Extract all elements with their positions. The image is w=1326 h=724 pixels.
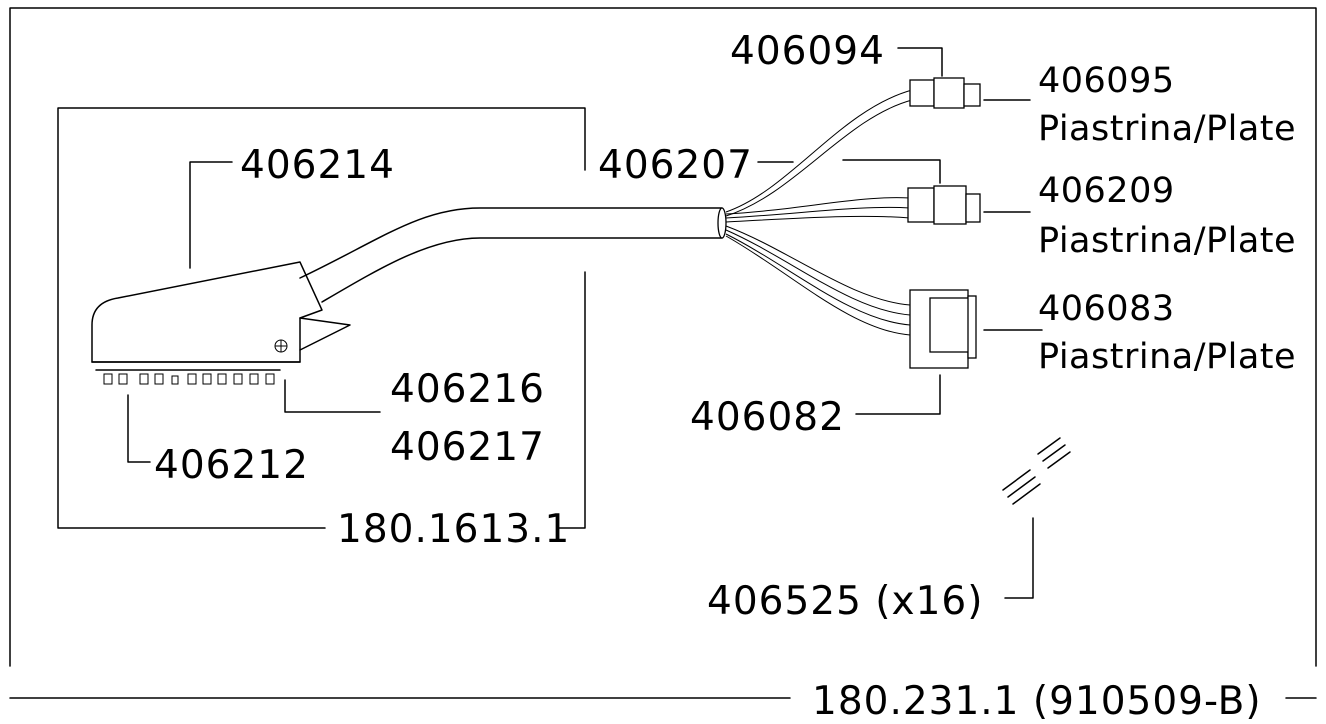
label-406214: 406214 bbox=[240, 143, 395, 188]
label-406207: 406207 bbox=[598, 143, 753, 188]
label-406217: 406217 bbox=[390, 425, 545, 470]
scart-plug bbox=[91, 207, 727, 385]
connector-2 bbox=[907, 185, 981, 225]
drawing-frame bbox=[9, 7, 1317, 699]
label-406212: 406212 bbox=[154, 443, 309, 488]
connector-1 bbox=[909, 77, 981, 109]
label-406209: 406209 bbox=[1038, 171, 1175, 211]
contacts-bundle bbox=[1002, 437, 1071, 505]
label-180-1613-1: 180.1613.1 bbox=[337, 507, 570, 552]
wire-harness bbox=[725, 89, 913, 336]
label-406216: 406216 bbox=[390, 367, 545, 412]
label-406083: 406083 bbox=[1038, 289, 1175, 329]
label-406094: 406094 bbox=[730, 29, 885, 74]
connector-3 bbox=[909, 289, 977, 369]
drawing-number: 180.231.1 (910509-B) bbox=[812, 679, 1262, 724]
label-406525: 406525 (x16) bbox=[707, 579, 983, 624]
label-plate-1: Piastrina/Plate bbox=[1038, 109, 1296, 149]
label-406095: 406095 bbox=[1038, 61, 1175, 101]
cable-assembly-bracket bbox=[57, 107, 586, 529]
label-406082: 406082 bbox=[690, 395, 845, 440]
label-plate-2: Piastrina/Plate bbox=[1038, 221, 1296, 261]
leader-lines bbox=[127, 47, 1043, 599]
label-plate-3: Piastrina/Plate bbox=[1038, 337, 1296, 377]
scart-pins bbox=[95, 369, 281, 385]
screw-icon bbox=[274, 339, 288, 353]
